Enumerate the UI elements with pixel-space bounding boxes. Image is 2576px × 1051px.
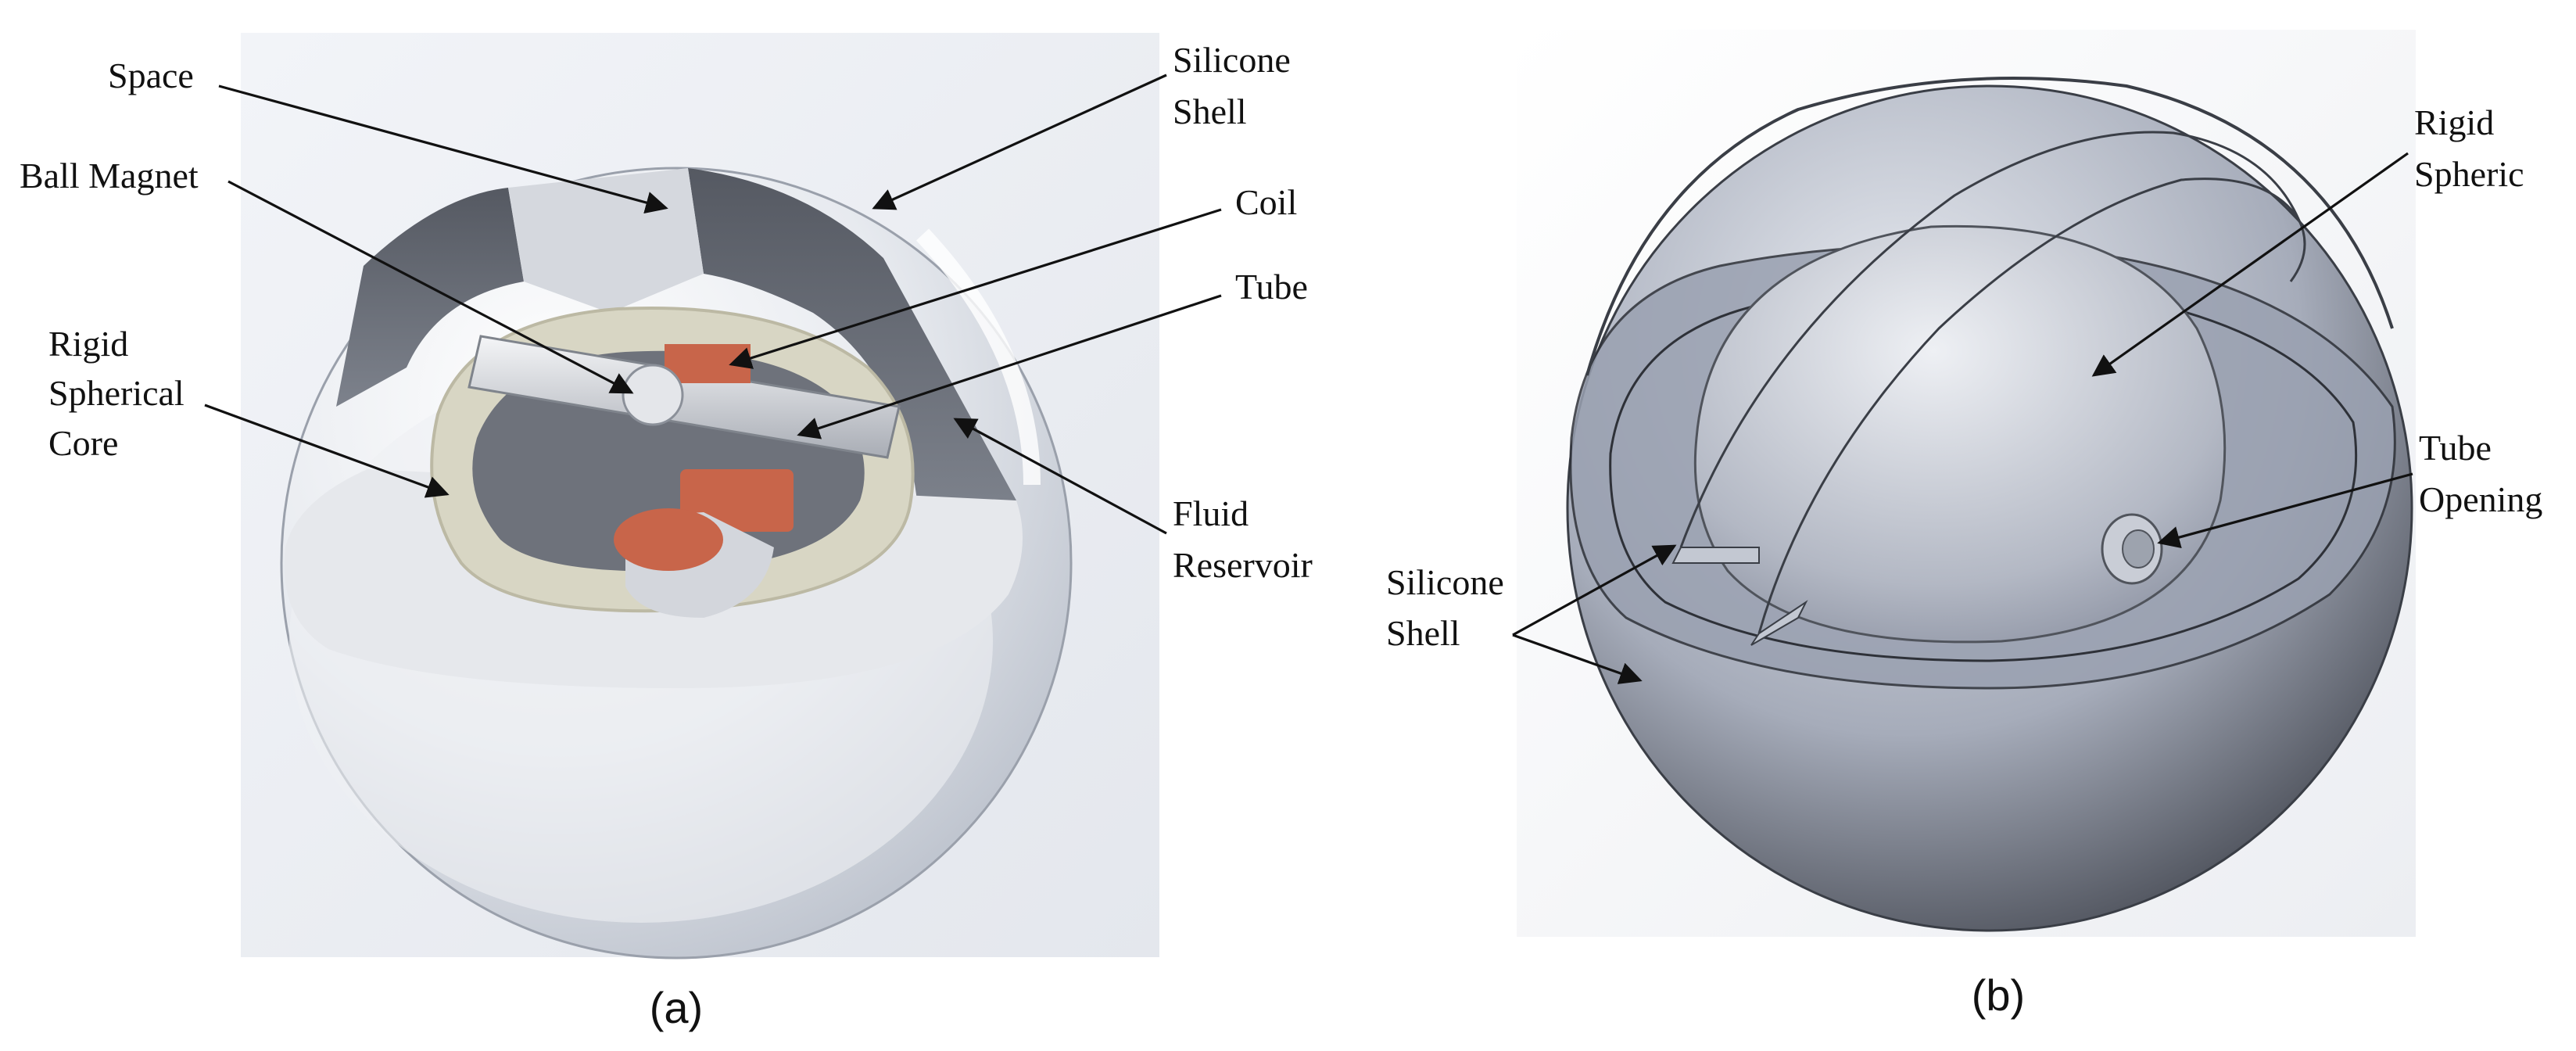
- caption-b: (b): [1972, 970, 2025, 1020]
- label-fluid-reservoir-2: Reservoir: [1173, 545, 1313, 585]
- shell-slit-left: [1671, 547, 1760, 564]
- label-rigid-spherical-core-1: Rigid: [48, 324, 128, 364]
- fluid-reservoir-wall-left: [336, 188, 524, 407]
- rigid-spheric-core: [1693, 224, 2227, 644]
- leader-rigid-core: [204, 404, 450, 498]
- label-rigid-spherical-core-2: Spherical: [48, 373, 185, 413]
- label-tube-opening-1: Tube: [2419, 428, 2492, 468]
- label-rigid-spherical-core-3: Core: [48, 423, 118, 463]
- shell-highlight: [915, 228, 1041, 486]
- leader-silicone-shell-a: [872, 74, 1167, 210]
- leader-rigid-spheric: [2091, 152, 2409, 377]
- tube-opening-inner: [2122, 529, 2155, 569]
- label-silicone-shell-a-2: Shell: [1173, 91, 1247, 131]
- leader-silicone-shell-b-2: [1512, 633, 1643, 684]
- shell-slit-right: [1750, 600, 1808, 646]
- tube: [468, 335, 901, 459]
- leader-coil: [729, 208, 1222, 369]
- leader-space: [218, 84, 668, 214]
- label-rigid-spheric-2: Spheric: [2414, 154, 2524, 194]
- ball-magnet: [622, 364, 684, 426]
- label-silicone-shell-b-2: Shell: [1386, 613, 1460, 653]
- label-tube-opening-2: Opening: [2419, 479, 2542, 519]
- fluid-reservoir-wall-right: [688, 168, 1016, 516]
- label-silicone-shell-a-1: Silicone: [1173, 40, 1291, 80]
- label-silicone-shell-b-1: Silicone: [1386, 562, 1504, 602]
- leader-fluid-reservoir: [953, 418, 1167, 535]
- leader-silicone-shell-b-1: [1512, 544, 1677, 637]
- label-fluid-reservoir-1: Fluid: [1173, 493, 1249, 533]
- panel-b: Rigid Spheric Tube Opening Silicone Shel…: [1386, 30, 2542, 1020]
- caption-a: (a): [650, 983, 703, 1032]
- label-coil: Coil: [1235, 182, 1297, 222]
- label-tube-a: Tube: [1235, 267, 1308, 307]
- leader-ball-magnet: [228, 180, 634, 394]
- label-ball-magnet: Ball Magnet: [20, 156, 199, 195]
- leader-tube-a: [797, 294, 1222, 439]
- upper-shell-arc-outer: [1585, 77, 2394, 376]
- leader-tube-opening: [2157, 472, 2413, 549]
- upper-shell-arc-front: [1757, 178, 2300, 634]
- lower-rod-cap: [614, 508, 723, 571]
- label-space: Space: [108, 56, 194, 95]
- panel-a: Space Ball Magnet Rigid Spherical Core S…: [20, 33, 1313, 1032]
- label-rigid-spheric-1: Rigid: [2414, 102, 2494, 142]
